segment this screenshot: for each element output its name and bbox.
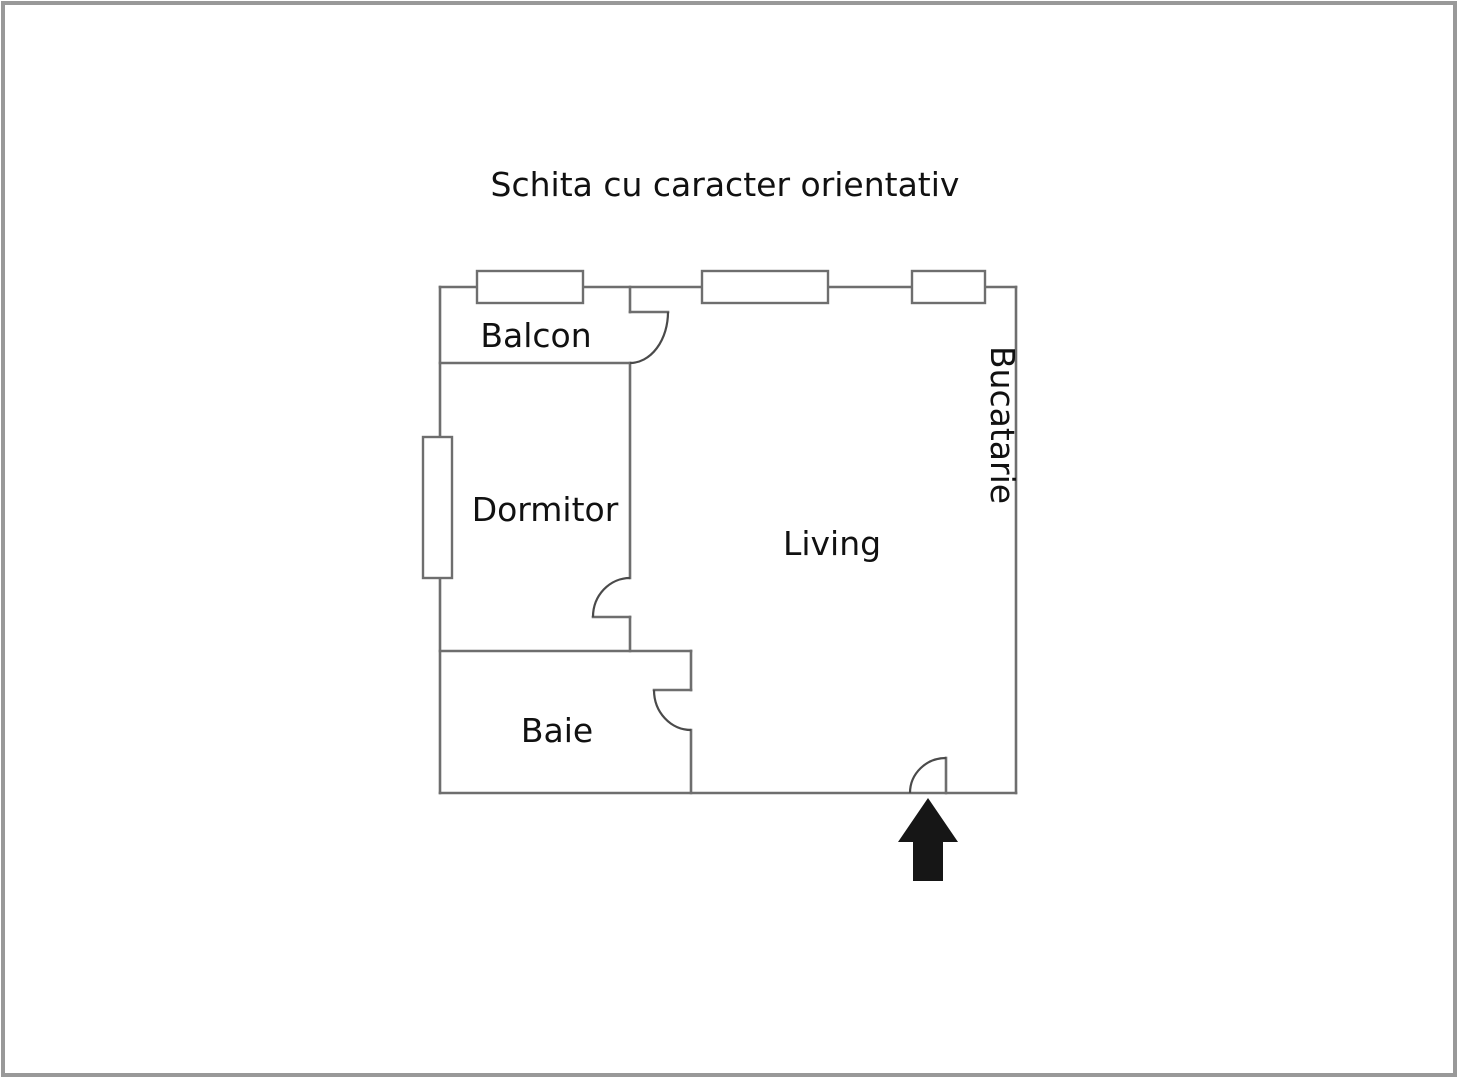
room-label-baie: Baie	[521, 711, 593, 750]
plan-title: Schita cu caracter orientativ	[491, 165, 960, 204]
entrance-arrow-icon	[898, 798, 958, 881]
windows-group	[421, 269, 987, 580]
balcon-window	[475, 269, 585, 305]
entrance-door-swing-icon	[908, 756, 947, 794]
doors-group	[591, 311, 947, 794]
baie-door-swing-icon	[652, 689, 692, 732]
balcon-door-swing-icon	[629, 311, 670, 365]
living-window	[700, 269, 830, 305]
bucatarie-window	[910, 269, 987, 305]
room-label-bucatarie: Bucatarie	[983, 346, 1022, 504]
room-label-living: Living	[783, 524, 881, 563]
room-labels-group: Balcon Dormitor Living Bucatarie Baie	[472, 316, 1022, 750]
dormitor-door-swing-icon	[591, 576, 631, 618]
walls-group	[438, 285, 1018, 795]
room-label-balcon: Balcon	[480, 316, 591, 355]
dormitor-window	[421, 435, 454, 580]
room-label-dormitor: Dormitor	[472, 490, 619, 529]
